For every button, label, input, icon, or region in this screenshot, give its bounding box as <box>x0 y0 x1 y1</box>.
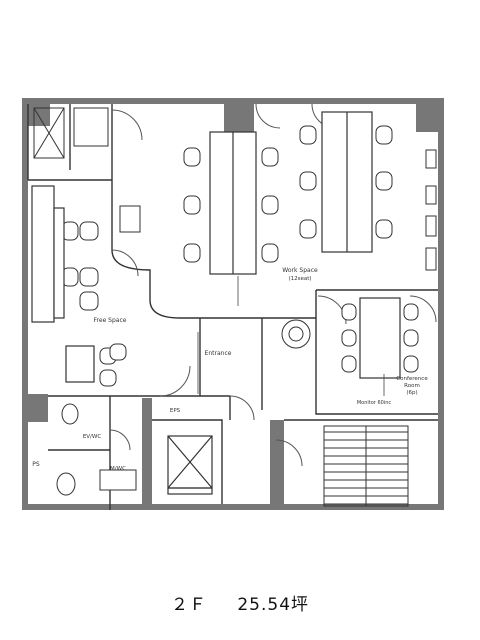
elevator-icon <box>167 435 213 495</box>
staircase-icon <box>323 425 409 507</box>
label-work-space-seats: (12seat) <box>288 276 311 282</box>
work-desks <box>209 111 373 275</box>
label-ps: PS <box>32 461 40 468</box>
label-conference-2: Room <box>404 383 420 389</box>
sink-icons <box>33 107 109 159</box>
floor-label: ２Ｆ <box>170 595 207 615</box>
label-conference-3: (6p) <box>406 390 417 396</box>
conference-table <box>359 297 401 379</box>
label-eps: EPS <box>170 408 181 414</box>
plan-caption: ２Ｆ 25.54坪 <box>0 590 480 615</box>
toilet-icons <box>56 403 137 496</box>
label-ewc: EV/WC <box>83 434 102 440</box>
label-work-space: Work Space <box>282 267 318 274</box>
label-monitor: Monitor 60inc <box>357 400 392 406</box>
label-mwc: M/WC <box>110 466 126 472</box>
label-conference-1: Conference <box>396 376 428 382</box>
free-space-counter <box>31 185 95 383</box>
label-free-space: Free Space <box>94 317 127 324</box>
printer-icon <box>119 205 141 233</box>
dimension-lines <box>197 276 385 396</box>
wall-equipment <box>425 149 437 271</box>
floor-plan: Work Space (12seat) Free Space Entrance … <box>22 98 444 510</box>
exterior-walls <box>22 98 444 510</box>
interior-walls <box>27 104 438 510</box>
area-label: 25.54坪 <box>237 595 310 615</box>
label-entrance: Entrance <box>205 350 232 357</box>
plant-icon <box>281 319 311 349</box>
